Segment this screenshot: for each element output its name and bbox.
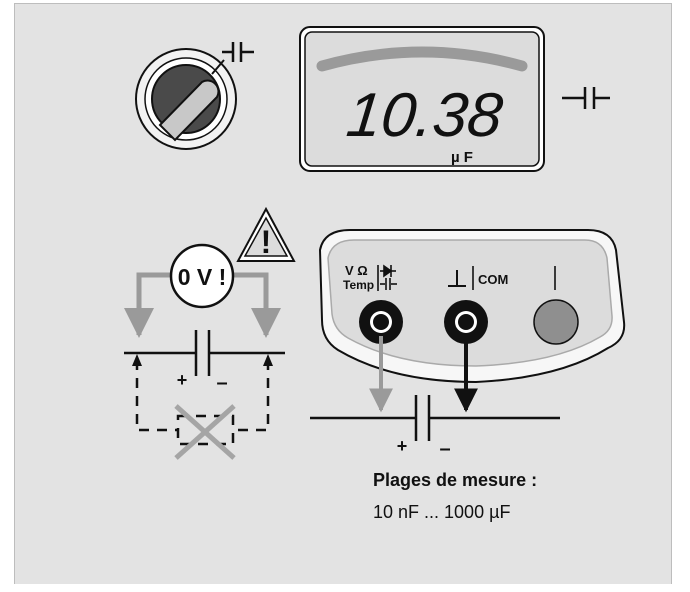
- ground-symbol-icon: [448, 270, 466, 287]
- display-unit: µ F: [451, 149, 473, 166]
- capacitor-symbol-icon: [222, 42, 254, 62]
- left-plus-label: +: [177, 370, 188, 390]
- warning-triangle-icon: !: [236, 206, 296, 262]
- com-jack[interactable]: [444, 300, 488, 344]
- v-ohm-label: V Ω: [345, 263, 368, 278]
- warning-exclamation: !: [261, 224, 272, 260]
- bargraph-arc: [316, 46, 528, 72]
- display-reading: 10.38: [343, 81, 506, 150]
- cross-icon: [174, 404, 236, 460]
- ranges-value: 10 nF ... 1000 µF: [373, 502, 510, 522]
- current-jack[interactable]: [533, 299, 579, 345]
- capacitor-symbol-icon: [562, 87, 610, 109]
- zero-volt-badge: 0 V !: [169, 243, 235, 309]
- left-minus-label: –: [216, 372, 227, 394]
- temp-label: Temp: [343, 278, 374, 292]
- ranges-title: Plages de mesure :: [373, 470, 537, 490]
- left-dashed-wiring: [135, 360, 270, 446]
- com-label: COM: [478, 272, 508, 287]
- capacitor-symbol-icon: [380, 278, 397, 290]
- v-ohm-jack[interactable]: [359, 300, 403, 344]
- zero-volt-label: 0 V !: [178, 264, 227, 290]
- right-plus-label: +: [397, 436, 408, 456]
- left-arrowheads: [132, 354, 273, 366]
- left-capacitor-circuit: [124, 330, 285, 376]
- rotary-switch[interactable]: [135, 48, 237, 150]
- right-probe-leads: [369, 336, 478, 413]
- diode-symbol-icon: [380, 264, 396, 278]
- right-capacitor-circuit: [310, 395, 560, 441]
- rotary-knob-pointer: [158, 79, 220, 142]
- right-minus-label: –: [439, 438, 450, 460]
- left-probe-leads: [124, 272, 281, 338]
- lcd-display: 10.38 µ F: [299, 26, 545, 172]
